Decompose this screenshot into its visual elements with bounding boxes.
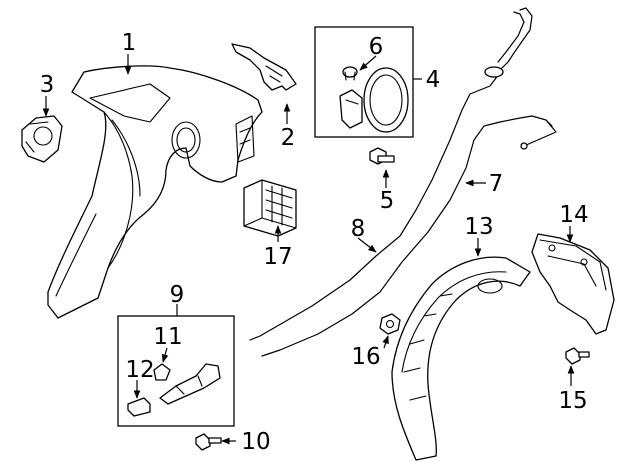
callout-9: 9 (170, 282, 185, 308)
fuel-door-kit-box (314, 26, 414, 138)
callout-16: 16 (351, 344, 380, 370)
screw-part (195, 433, 222, 451)
callout-7: 7 (489, 171, 504, 197)
actuator-cable-part (261, 115, 557, 357)
callout-4: 4 (426, 67, 441, 93)
callout-17: 17 (263, 244, 292, 270)
clip-part (342, 66, 358, 81)
bracket-part (231, 43, 297, 91)
nut-part (379, 313, 401, 335)
callout-6: 6 (369, 34, 384, 60)
quarter-panel-part (47, 65, 263, 319)
callout-5: 5 (380, 188, 395, 214)
callout-1: 1 (122, 30, 137, 56)
callout-8: 8 (351, 216, 366, 242)
callout-13: 13 (464, 214, 493, 240)
fuel-door-part (339, 67, 409, 133)
housing-part (21, 115, 63, 163)
callout-11: 11 (153, 324, 182, 350)
screw-part-15 (565, 347, 590, 365)
release-cable-part (249, 7, 533, 341)
latch-part (159, 363, 221, 405)
bolt-part (369, 147, 395, 165)
callout-3: 3 (40, 72, 55, 98)
callout-14: 14 (559, 202, 588, 228)
vent-part (243, 179, 297, 237)
callout-10: 10 (241, 429, 270, 455)
callout-12: 12 (125, 357, 154, 383)
splash-shield-part (531, 233, 615, 335)
stopper-part (127, 397, 151, 417)
callout-15: 15 (558, 388, 587, 414)
small-clip-part (153, 363, 171, 381)
latch-kit-box (117, 315, 235, 427)
callout-2: 2 (281, 125, 296, 151)
wheel-liner-part (391, 256, 531, 461)
